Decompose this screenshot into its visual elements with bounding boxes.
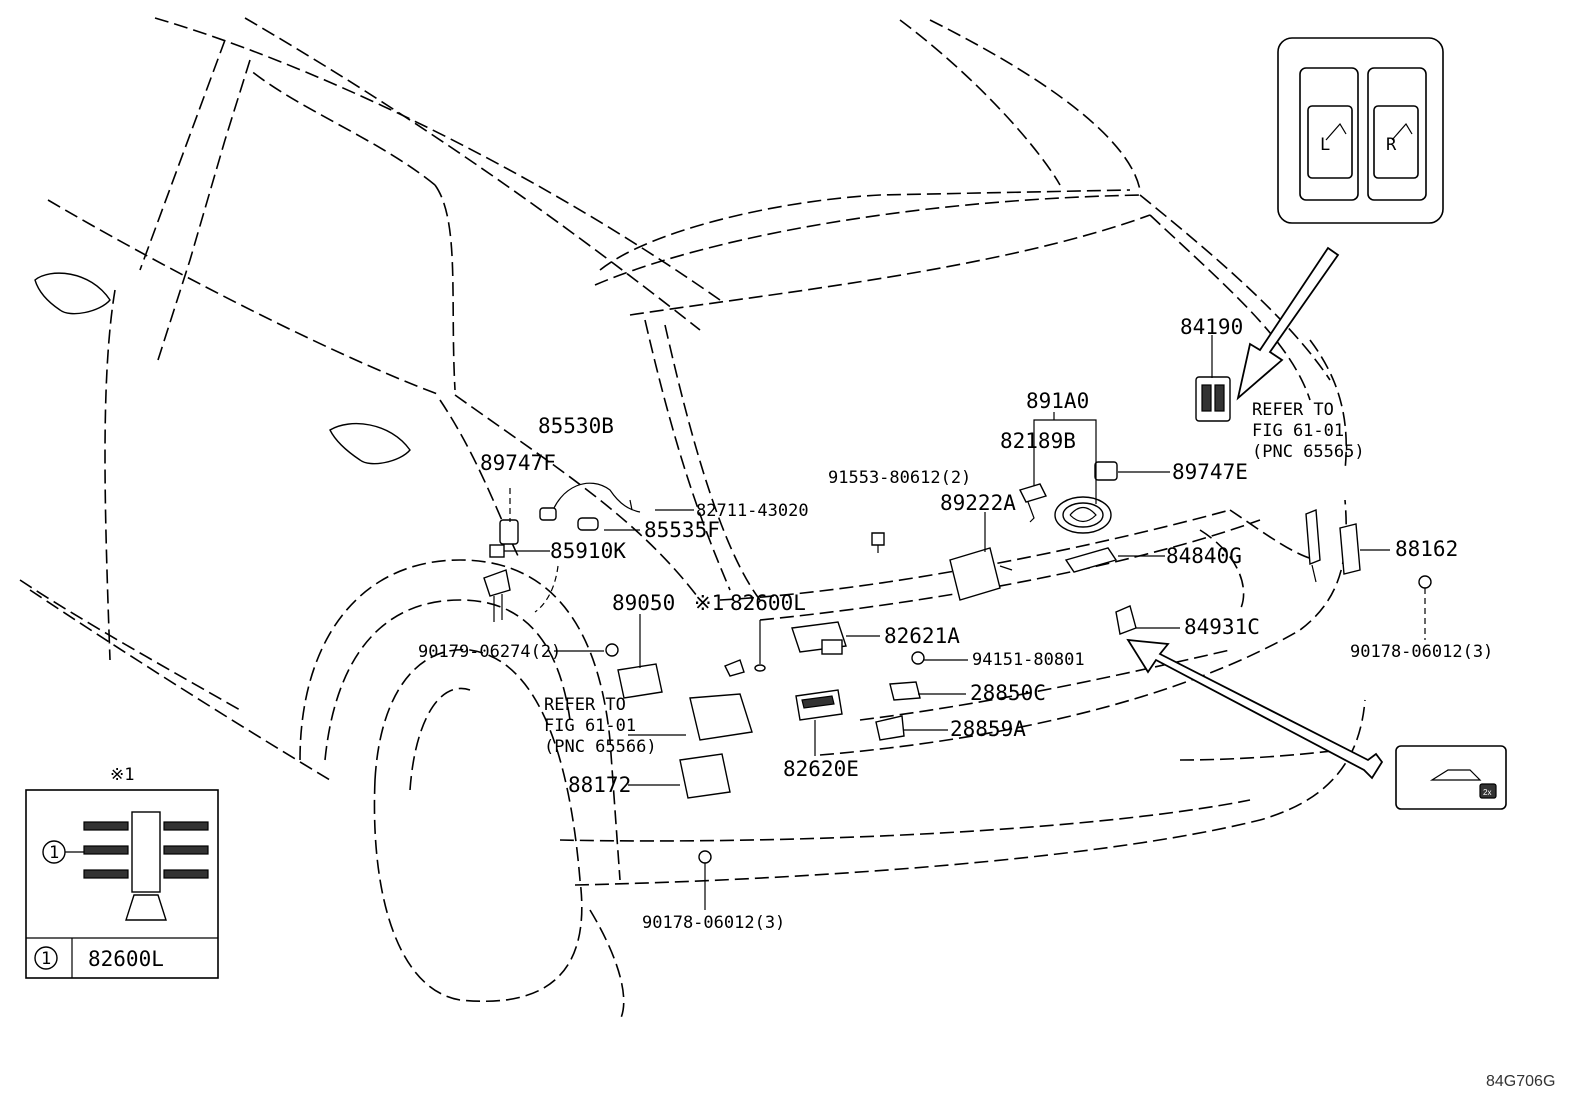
switch-inset: L R — [1277, 37, 1444, 224]
label-90178-bottom: 90178-06012(3) — [642, 913, 785, 933]
label-85910K: 85910K — [550, 539, 626, 563]
refer-note-right: REFER TO FIG 61-01 (PNC 65565) — [1252, 400, 1365, 462]
bolt-part-right — [1418, 575, 1432, 589]
sensor-f-part — [499, 519, 519, 545]
label-82189B: 82189B — [1000, 429, 1076, 453]
label-82600L: 82600L — [730, 591, 806, 615]
wire-connector-part — [1019, 483, 1047, 503]
lock-button-inset: 2x — [1395, 745, 1507, 810]
label-89050: 89050 — [612, 591, 675, 615]
nut-part — [605, 643, 619, 657]
clip-drawing — [83, 811, 209, 921]
refer-left-line1: REFER TO — [544, 695, 626, 715]
inset-mark: ※1 — [110, 765, 134, 785]
bracket-part — [875, 715, 905, 741]
clip-detail-inset: ※1 1 1 82600L — [25, 765, 219, 979]
clip-part — [489, 544, 505, 558]
switch-c-part — [1115, 605, 1137, 635]
label-90179: 90179-06274(2) — [418, 642, 561, 662]
label-91553: 91553-80612(2) — [828, 468, 971, 488]
module-88162-part — [1339, 523, 1361, 575]
switch-right-letter: R — [1386, 135, 1397, 155]
lock-badge: 2x — [1483, 788, 1491, 797]
door-switch-part — [1195, 376, 1231, 422]
refer-note-left: REFER TO FIG 61-01 (PNC 65566) — [544, 695, 657, 757]
refer-left-line2: FIG 61-01 — [544, 716, 636, 736]
label-88162: 88162 — [1395, 537, 1458, 561]
label-82600L-note: ※1 — [694, 591, 724, 615]
arrow-to-84931C — [1126, 638, 1384, 780]
receiver-module-part — [617, 663, 663, 699]
callout-circle-1-number: 1 — [49, 843, 59, 863]
label-82711: 82711-43020 — [696, 501, 809, 521]
table-part-number: 82600L — [88, 947, 164, 971]
table-circle-1-number: 1 — [41, 949, 51, 969]
label-90178-right: 90178-06012(3) — [1350, 642, 1493, 662]
label-84190: 84190 — [1180, 315, 1243, 339]
label-84840G: 84840G — [1166, 544, 1242, 568]
relay-part — [889, 681, 921, 701]
refer-right-line1: REFER TO — [1252, 400, 1334, 420]
refer-right-line3: (PNC 65565) — [1252, 442, 1365, 462]
ecu-part — [689, 693, 753, 741]
label-85535F: 85535F — [644, 518, 720, 542]
harness-part — [539, 507, 557, 521]
switch-g-part — [1064, 547, 1118, 573]
refer-left-line3: (PNC 65566) — [544, 737, 657, 757]
label-82620E: 82620E — [783, 757, 859, 781]
label-28850C: 28850C — [970, 681, 1046, 705]
label-82621A: 82621A — [884, 624, 960, 648]
table-circle-1 — [34, 946, 58, 970]
label-89747E: 89747E — [1172, 460, 1248, 484]
control-module-part — [949, 547, 1001, 601]
clip-l-part — [724, 659, 745, 677]
switch-left-letter: L — [1320, 135, 1330, 155]
label-89222A: 89222A — [940, 491, 1016, 515]
nut-part-2 — [911, 651, 925, 665]
bolt-part — [871, 532, 885, 546]
label-28859A: 28859A — [950, 717, 1026, 741]
part-drawings — [483, 376, 1432, 864]
bolt-part-bottom — [698, 850, 712, 864]
lock-icon — [1479, 783, 1497, 799]
label-891A0: 891A0 — [1026, 389, 1089, 413]
part-labels: 84190 891A0 82189B 89747E 89222A 91553-8… — [418, 315, 1493, 933]
vehicle-icon — [1429, 769, 1482, 781]
refer-right-line2: FIG 61-01 — [1252, 421, 1344, 441]
sensor-e-part — [1094, 461, 1118, 481]
leader-lines — [504, 335, 1426, 910]
label-84931C: 84931C — [1184, 615, 1260, 639]
label-89747F: 89747F — [480, 451, 556, 475]
label-88172: 88172 — [568, 773, 631, 797]
label-85530B: 85530B — [538, 414, 614, 438]
figure-id: 84G706G — [1486, 1073, 1555, 1090]
arrow-to-84190 — [1236, 246, 1340, 401]
vehicle-body-outline — [19, 17, 1366, 1021]
label-94151: 94151-80801 — [972, 650, 1085, 670]
